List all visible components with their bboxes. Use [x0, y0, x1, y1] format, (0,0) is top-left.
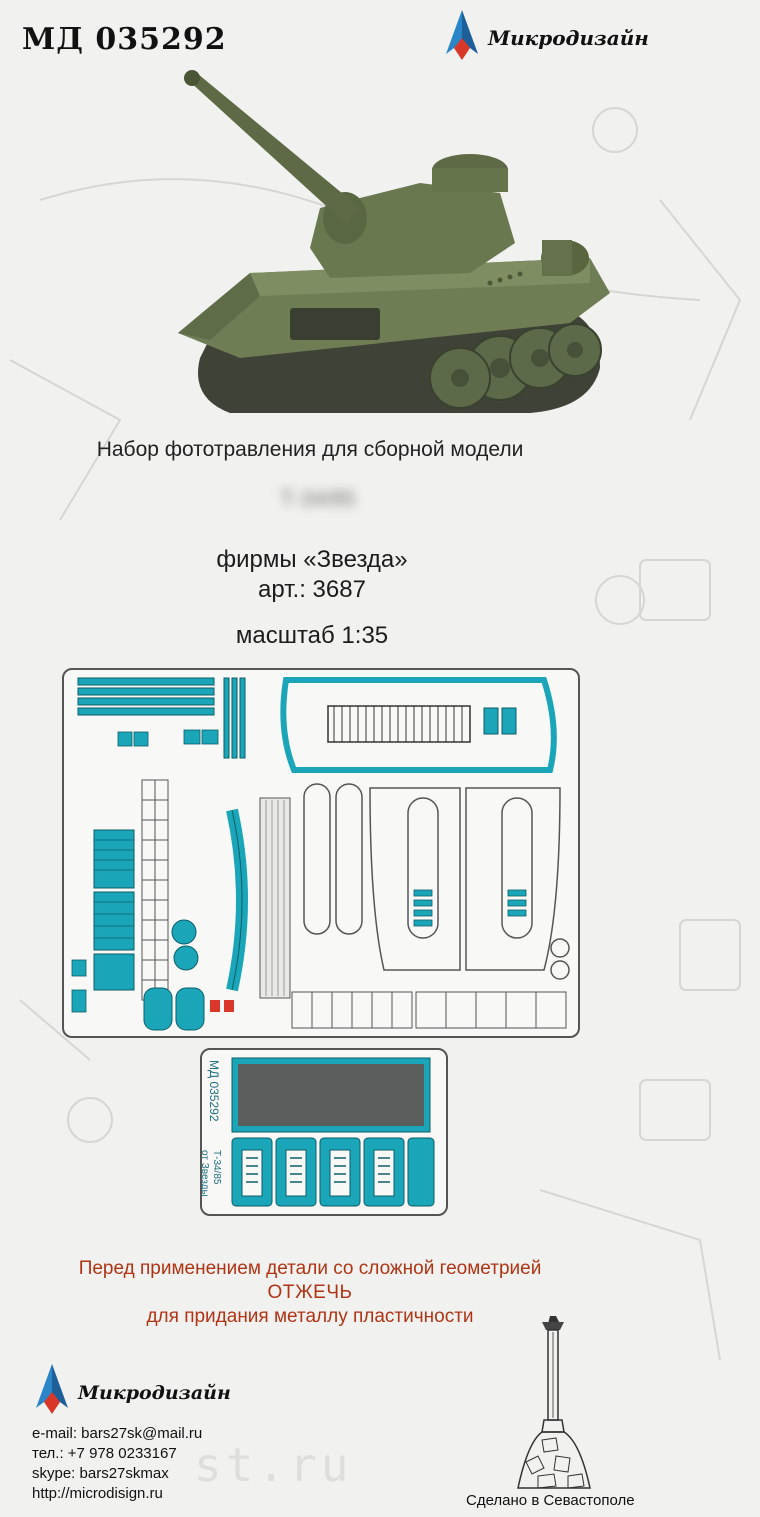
sail-logo-icon [36, 1364, 68, 1414]
warning-line-2: ОТЖЕЧЬ [267, 1282, 353, 1303]
contact-phone: тел.: +7 978 0233167 [32, 1445, 177, 1462]
contact-email: e-mail: bars27sk@mail.ru [32, 1425, 203, 1442]
brand-name-bottom: Микродизайн [78, 1382, 231, 1404]
tank-image [178, 70, 610, 413]
fret-caption-1: Т-34/85 [211, 1150, 222, 1185]
made-in-label: Сделано в Севастополе [466, 1492, 635, 1509]
watermark: st.ru [194, 1438, 353, 1492]
photo-etch-fret-main [62, 668, 580, 1038]
kit-description: Набор фототравления для сборной модели [96, 438, 524, 461]
fret-code: МД 035292 [207, 1060, 221, 1122]
article-number: арт.: 3687 [258, 576, 366, 603]
fret-parts-drawing [71, 677, 570, 1031]
contact-website: http://microdisign.ru [32, 1485, 163, 1502]
warning-line-3: для придания металлу пластичности [146, 1306, 474, 1327]
scale: масштаб 1:35 [235, 622, 389, 649]
photo-etch-fret-secondary: МД 035292 Т-34/85 от Звезды [199, 1048, 448, 1216]
brand-logo-top: Микродизайн [440, 8, 660, 62]
manufacturer: фирмы «Звезда» [216, 546, 408, 573]
fret-secondary-drawing: МД 035292 Т-34/85 от Звезды [199, 1057, 435, 1207]
fret-caption-2: от Звезды [202, 1150, 210, 1197]
monument-icon [517, 1316, 591, 1489]
brand-name: Микродизайн [488, 26, 649, 50]
sail-logo-icon [446, 10, 478, 60]
contact-info: e-mail: bars27sk@mail.ru тел.: +7 978 02… [32, 1424, 202, 1504]
product-code: МД 035292 [22, 22, 227, 57]
model-name-blurred: Т-34/85 [280, 486, 356, 511]
warning-line-1: Перед применением детали со сложной геом… [78, 1258, 542, 1279]
brand-logo-bottom: Микродизайн [30, 1362, 231, 1416]
contact-skype: skype: bars27skmax [32, 1465, 169, 1482]
